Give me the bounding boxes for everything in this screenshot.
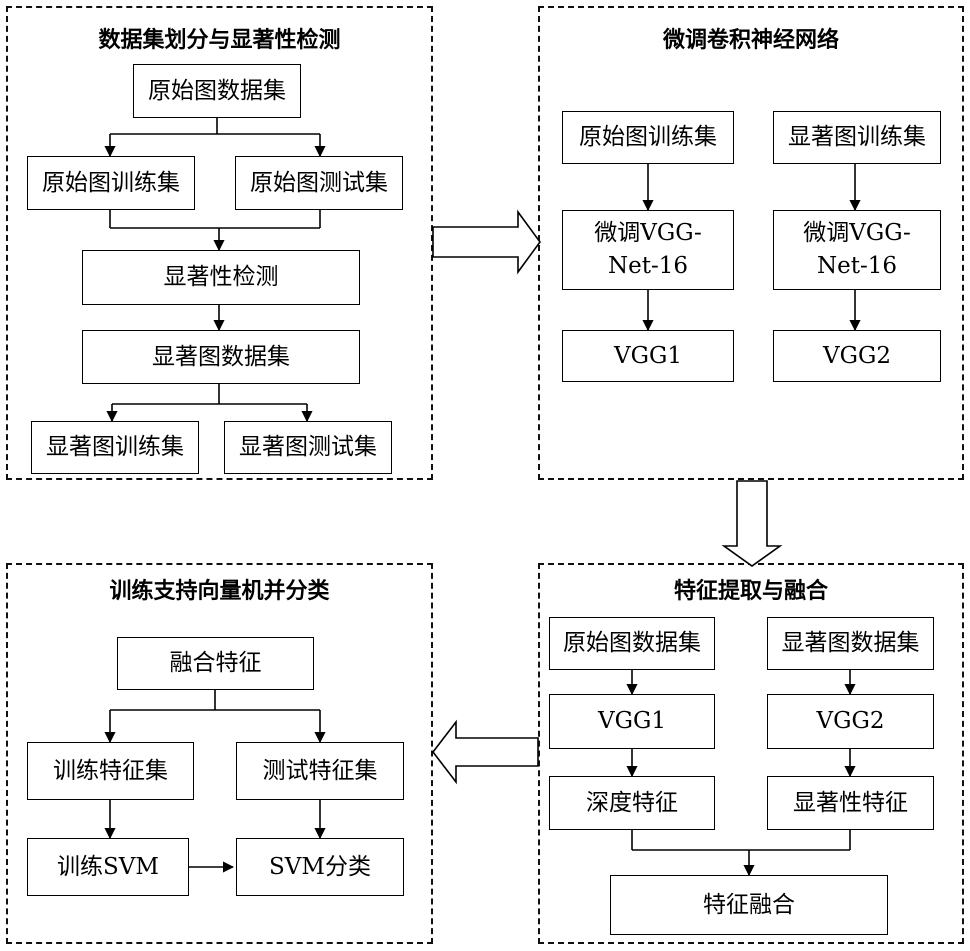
fused-features-box: 融合特征: [117, 637, 314, 690]
block-arrow-down: [724, 481, 780, 566]
saliency-detection-box: 显著性检测: [82, 250, 360, 305]
original-dataset-box: 原始图数据集: [549, 617, 715, 670]
vgg2-box: VGG2: [773, 330, 941, 382]
block-arrow-right: [433, 212, 540, 272]
deep-features-box: 深度特征: [549, 776, 715, 830]
train-features-box: 训练特征集: [27, 742, 194, 800]
saliency-train-box: 显著图训练集: [31, 421, 199, 474]
svm-classify-box: SVM分类: [236, 838, 404, 896]
feature-fusion-box: 特征融合: [610, 875, 888, 935]
vgg1-box: VGG1: [562, 330, 734, 382]
original-dataset-box: 原始图数据集: [133, 64, 301, 118]
saliency-dataset-box: 显著图数据集: [767, 617, 934, 670]
finetune-vgg-box: 微调VGG- Net-16: [562, 210, 734, 290]
saliency-dataset-box: 显著图数据集: [82, 330, 360, 384]
vgg1-box: VGG1: [549, 694, 715, 749]
test-features-box: 测试特征集: [236, 742, 404, 800]
block-arrow-left: [433, 722, 538, 782]
original-train-box: 原始图训练集: [27, 156, 195, 210]
saliency-train-box: 显著图训练集: [773, 111, 941, 164]
original-train-box: 原始图训练集: [562, 111, 734, 164]
saliency-features-box: 显著性特征: [767, 776, 934, 830]
finetune-vgg-box: 微调VGG- Net-16: [773, 210, 941, 290]
saliency-test-box: 显著图测试集: [224, 421, 392, 474]
train-svm-box: 训练SVM: [27, 838, 189, 896]
original-test-box: 原始图测试集: [235, 156, 403, 210]
vgg2-box: VGG2: [767, 694, 934, 749]
